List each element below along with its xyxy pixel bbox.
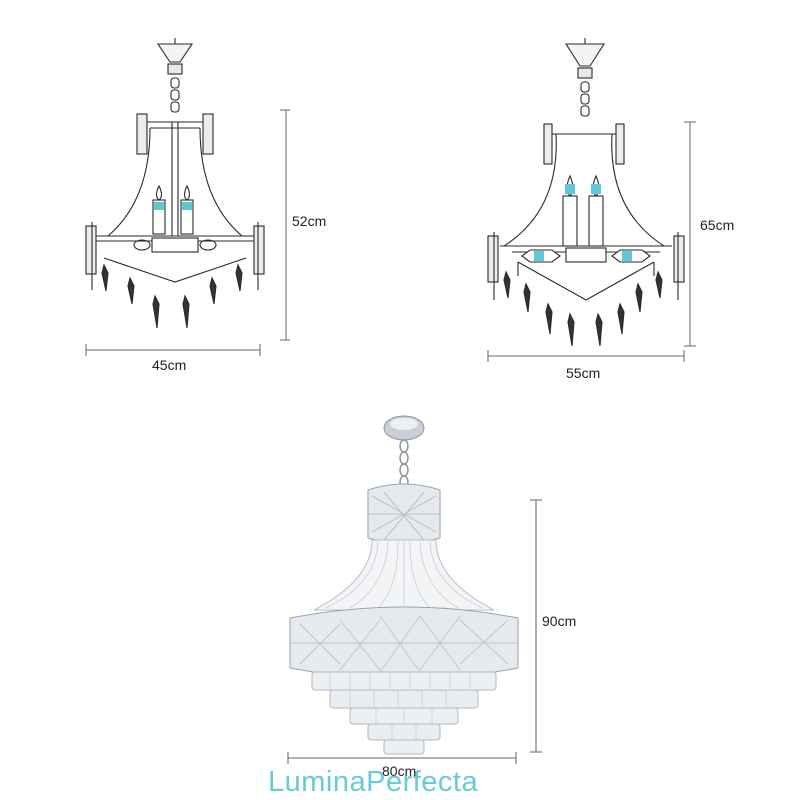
small-chandelier-width-label: 45cm bbox=[152, 357, 186, 373]
large-crystal-chandelier-drawing bbox=[289, 415, 519, 755]
medium-chandelier-drawing bbox=[487, 38, 685, 347]
large-chandelier-width-label: 80cm bbox=[382, 763, 416, 779]
small-chandelier-dimensions bbox=[85, 109, 290, 356]
large-chandelier-dimensions bbox=[287, 499, 542, 764]
large-chandelier-height-label: 90cm bbox=[542, 613, 576, 629]
medium-chandelier-width-label: 55cm bbox=[566, 365, 600, 381]
small-chandelier-height-label: 52cm bbox=[292, 213, 326, 229]
brand-logo: LuminaPerfecta bbox=[268, 766, 479, 798]
medium-chandelier-height-label: 65cm bbox=[700, 217, 734, 233]
small-chandelier-drawing bbox=[85, 38, 265, 329]
medium-chandelier-dimensions bbox=[487, 121, 696, 362]
